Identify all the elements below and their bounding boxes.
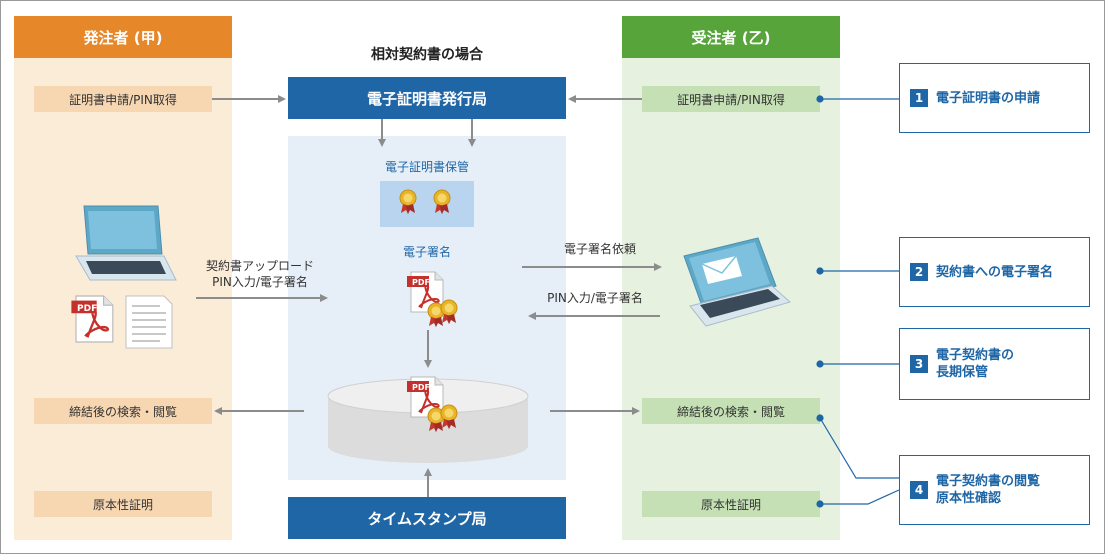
step-4-number: 4 — [910, 481, 928, 499]
storage-cylinder-icon — [327, 378, 529, 463]
step-2-box: 2 契約書への電子署名 — [899, 237, 1090, 307]
cert-authority-bar: 電子証明書発行局 — [288, 77, 566, 119]
signature-label: 電子署名 — [402, 245, 451, 259]
contractor-header: 受注者 (乙) — [622, 16, 840, 58]
step-3-box: 3 電子契約書の長期保管 — [899, 328, 1090, 400]
cert-storage-label: 電子証明書保管 — [384, 160, 469, 174]
right-search-box: 締結後の検索・閲覧 — [642, 398, 820, 424]
medal-icon — [399, 189, 417, 215]
orderer-column — [14, 57, 232, 540]
step-connectors — [816, 95, 900, 508]
right-apply-box: 証明書申請/PIN取得 — [642, 86, 820, 112]
right-originality-box: 原本性証明 — [642, 491, 820, 517]
pin-sign-label: PIN入力/電子署名 — [547, 291, 643, 305]
pdf-file-icon: PDF — [70, 294, 114, 344]
left-search-box: 締結後の検索・閲覧 — [34, 398, 212, 424]
medal-icon — [440, 404, 458, 430]
laptop-mail-icon — [683, 237, 792, 327]
timestamp-authority-bar: タイムスタンプ局 — [288, 497, 566, 539]
step-1-box: 1 電子証明書の申請 — [899, 63, 1090, 133]
left-apply-box: 証明書申請/PIN取得 — [34, 86, 212, 112]
signed-pdf-icon: PDF — [406, 271, 444, 313]
medal-icon — [440, 299, 458, 325]
step-4-box: 4 電子契約書の閲覧原本性確認 — [899, 455, 1090, 525]
laptop-icon — [75, 205, 177, 281]
svg-text:PDF: PDF — [412, 383, 430, 392]
step-1-number: 1 — [910, 89, 928, 107]
medal-icon — [433, 189, 451, 215]
orderer-header: 発注者 (甲) — [14, 16, 232, 58]
certificate-box — [380, 181, 474, 227]
svg-text:PDF: PDF — [77, 304, 97, 314]
svg-text:PDF: PDF — [412, 278, 430, 287]
step-2-number: 2 — [910, 263, 928, 281]
document-icon — [125, 295, 173, 349]
left-originality-box: 原本性証明 — [34, 491, 212, 517]
sign-request-label: 電子署名依頼 — [563, 242, 636, 256]
step-3-number: 3 — [910, 355, 928, 373]
center-title: 相対契約書の場合 — [371, 47, 483, 63]
stored-pdf-icon: PDF — [406, 376, 444, 418]
upload-label: 契約書アップロード PIN入力/電子署名 — [205, 259, 314, 289]
